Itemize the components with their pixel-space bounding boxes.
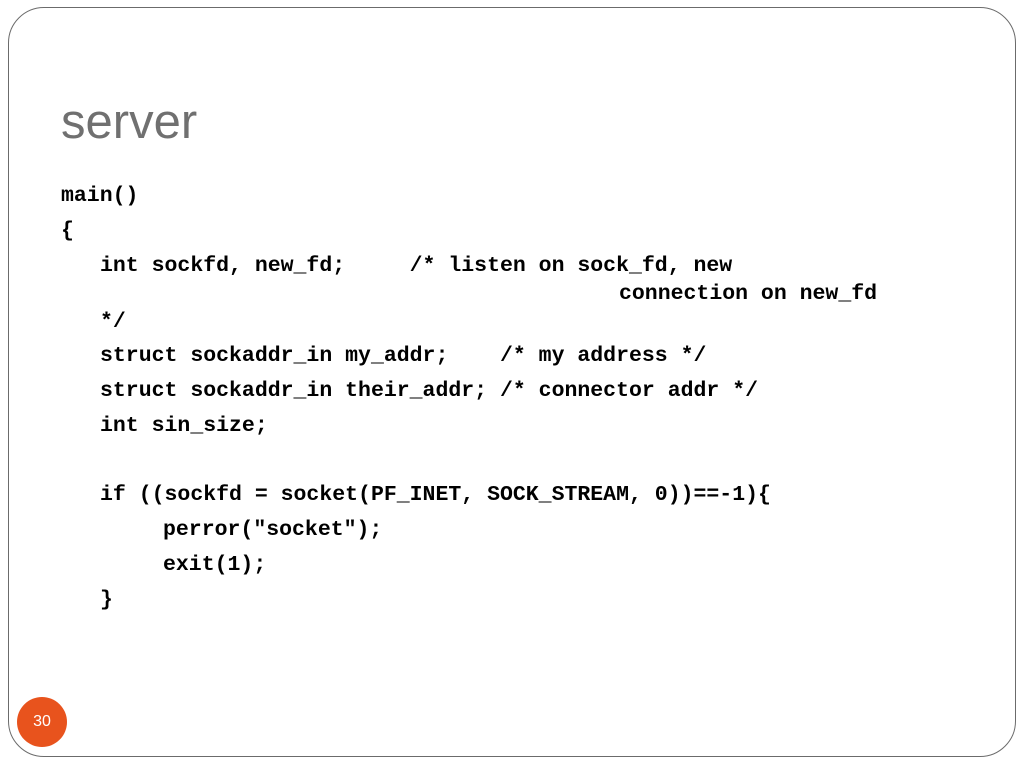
code-line-my-addr: struct sockaddr_in my_addr; /* my addres… bbox=[100, 344, 707, 368]
code-line-open-brace: { bbox=[61, 219, 74, 243]
code-line-close-brace: } bbox=[100, 588, 113, 612]
slide-title: server bbox=[61, 95, 198, 149]
page-number-badge: 30 bbox=[17, 697, 67, 747]
code-line-comment-end: */ bbox=[100, 310, 126, 334]
code-line-their-addr: struct sockaddr_in their_addr; /* connec… bbox=[100, 379, 759, 403]
code-line-int-sockfd-wrap: connection on new_fd bbox=[619, 282, 878, 306]
code-line-perror: perror("socket"); bbox=[163, 518, 383, 542]
code-line-exit: exit(1); bbox=[163, 553, 267, 577]
code-line-main: main() bbox=[61, 184, 139, 208]
code-line-int-sockfd: int sockfd, new_fd; /* listen on sock_fd… bbox=[100, 254, 733, 278]
slide-frame bbox=[8, 7, 1016, 757]
code-line-if-socket: if ((sockfd = socket(PF_INET, SOCK_STREA… bbox=[100, 483, 771, 507]
code-line-sin-size: int sin_size; bbox=[100, 414, 268, 438]
